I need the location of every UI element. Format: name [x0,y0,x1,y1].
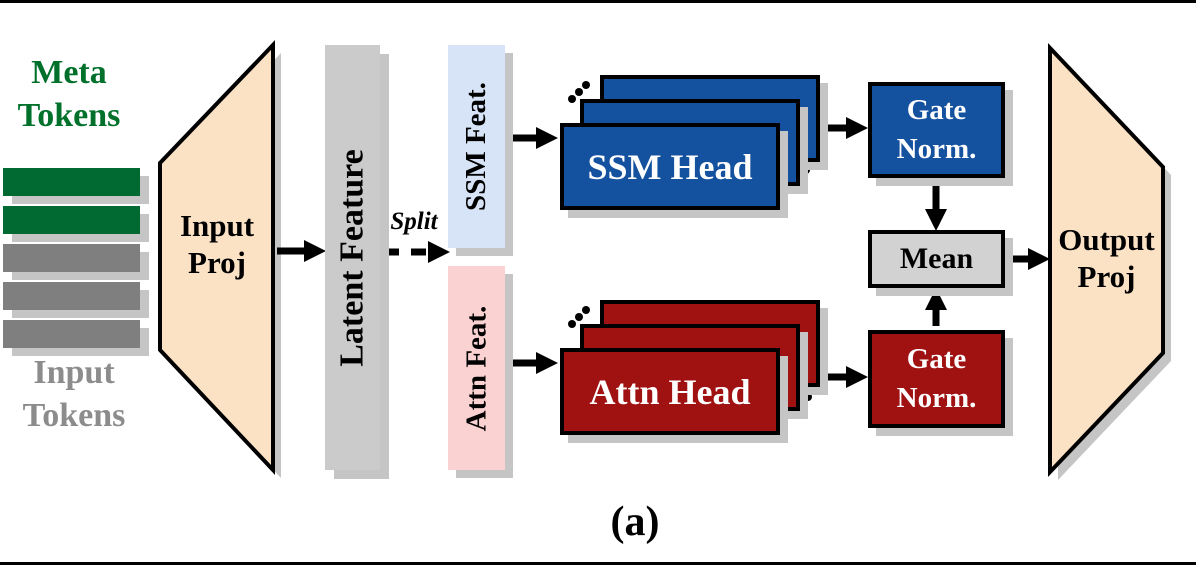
ssm-stack-ellipsis-top-icon [568,81,590,103]
input-tokens-line1: Input [33,354,115,391]
input-token-bar [3,282,140,310]
latent-feature-label: Latent Feature [333,148,371,367]
arrow-gatenorm-attn-to-mean [925,288,947,326]
input-proj-line1: Input [179,208,255,243]
top-rule [0,0,1196,3]
input-proj-label: Input Proj [163,208,271,281]
arrow-attnfeat-to-attnhead [506,352,558,374]
latent-feature-bar: Latent Feature [325,45,380,470]
input-token-bar [3,320,140,348]
arrow-mean-to-outputproj [1007,248,1050,270]
arrow-ssmhead-to-gatenorm [822,117,868,139]
input-token-bar [3,244,140,272]
attn-feat-bar: Attn Feat. [448,266,505,470]
meta-tokens-line1: Meta [31,54,107,91]
output-proj-trapezoid [1048,42,1171,480]
input-tokens-label: Input Tokens [0,352,148,437]
output-proj-line2: Proj [1077,258,1136,294]
split-label: Split [390,208,438,235]
arrow-attnhead-to-gatenorm [822,366,868,388]
ssm-feat-label: SSM Feat. [460,82,492,211]
figure-caption: (a) [610,499,660,545]
token-bars [3,168,140,358]
mean-box: Mean [868,230,1005,288]
gate-norm-attn-line1: Gate [906,342,967,375]
attn-stack-ellipsis-top-icon [568,306,590,328]
meta-tokens-line2: Tokens [17,96,121,134]
ssm-feat-bar: SSM Feat. [448,45,505,248]
gate-norm-attn-box: Gate Norm. [868,330,1005,428]
input-proj-trapezoid [158,40,281,478]
arrow-ssmfeat-to-ssmhead [506,127,558,149]
gate-norm-attn-line2: Norm. [896,382,977,414]
meta-tokens-label: Meta Tokens [0,52,138,137]
meta-token-bar [3,206,140,234]
output-proj-label: Output Proj [1050,222,1163,295]
output-proj-shape [1048,42,1165,478]
gate-norm-ssm-line1: Gate [906,93,967,126]
arrow-gatenorm-ssm-to-mean [925,180,947,231]
arrow-split-dashed [384,241,450,263]
input-tokens-line2: Tokens [22,396,126,434]
gate-norm-ssm-line2: Norm. [896,133,977,165]
input-proj-line2: Proj [188,244,246,280]
input-proj-shape [158,40,275,476]
arrow-inputproj-to-latent [277,240,326,262]
gate-norm-ssm-box: Gate Norm. [868,82,1005,178]
output-proj-line1: Output [1058,222,1155,257]
attn-head-label: Attn Head [589,371,751,412]
attn-head-box-front: Attn Head [560,348,780,435]
attn-feat-label: Attn Feat. [460,305,493,431]
ssm-head-label: SSM Head [587,146,753,187]
meta-token-bar [3,168,140,196]
ssm-head-box-front: SSM Head [560,123,780,210]
bottom-rule [0,562,1196,565]
